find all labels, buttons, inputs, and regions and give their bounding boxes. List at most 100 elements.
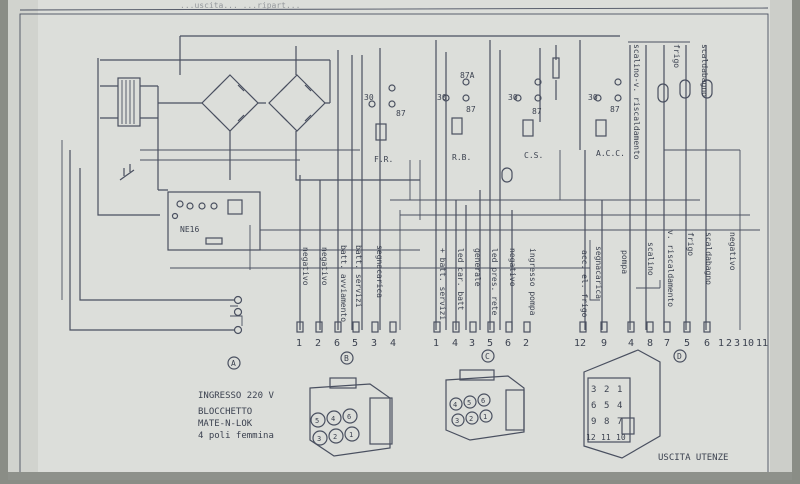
terminal-block-a — [230, 295, 243, 335]
c-label-led-pres-rete: led pres. rete — [490, 248, 499, 316]
pin-d-11: 11 — [756, 338, 768, 349]
conn-c-pin-2: 2 — [469, 415, 473, 423]
pin-b-6: 4 — [390, 338, 396, 349]
note-blocchetto: BLOCCHETTO — [198, 407, 252, 417]
output-label: USCITA UTENZE — [658, 453, 728, 463]
conn-d-pin-1: 1 — [617, 385, 622, 395]
relay-rb: 87A 30 87 R.B. — [437, 71, 476, 162]
note-mate-n-lok: MATE-N-LOK — [198, 419, 253, 429]
label-frigo-top: frigo — [672, 44, 681, 68]
b-label-negativo-1: negativo — [301, 247, 310, 286]
b-label-negativo-2: negativo — [320, 247, 329, 286]
pin-d-5: 5 — [684, 338, 690, 349]
relay-cs-87: 87 — [532, 107, 542, 116]
conn-d-pin-7: 7 — [617, 417, 622, 427]
pin-c-5: 6 — [505, 338, 511, 349]
pin-b-1: 1 — [296, 338, 302, 349]
pin-b-4: 5 — [352, 338, 358, 349]
d-label-negativo: negativo — [728, 232, 737, 271]
c-label-led-car-batt: led car. batt — [456, 248, 465, 311]
section-b: B — [344, 354, 349, 363]
conn-c-pin-5: 5 — [467, 399, 471, 407]
fuses — [657, 79, 713, 103]
conn-b-pin-4: 4 — [331, 415, 335, 423]
conn-c-pin-3: 3 — [455, 417, 459, 425]
conn-d-pin-3: 3 — [591, 385, 596, 395]
relay-acc-30: 30 — [588, 93, 598, 102]
header-faint-text: ...uscita... ...ripart... — [180, 1, 300, 10]
relay-cs-label: C.S. — [524, 151, 543, 160]
conn-d-pin-10: 10 — [616, 433, 626, 442]
conn-b-pin-1: 1 — [349, 431, 353, 439]
c-label-negativo: negativo — [508, 248, 517, 287]
d-label-segnacarica: segnacarica — [594, 246, 603, 299]
pin-b-2: 2 — [315, 338, 321, 349]
pin-terminals-d — [579, 321, 711, 333]
bridge-rectifier-2 — [268, 74, 326, 132]
relay-fr-87: 87 — [396, 109, 406, 118]
connector-b — [309, 377, 393, 457]
conn-d-pin-2: 2 — [604, 385, 609, 395]
conn-b-pin-2: 2 — [333, 433, 337, 441]
connector-c — [445, 369, 525, 441]
pin-d-2: 2 — [726, 338, 732, 349]
pin-c-3: 3 — [469, 338, 475, 349]
conn-c-pin-1: 1 — [483, 413, 487, 421]
d-label-acc-el-frigo: acc. el. frigo — [580, 250, 589, 318]
c-label-ingresso-pompa: ingresso pompa — [528, 248, 537, 316]
pin-b-3: 6 — [334, 338, 340, 349]
relay-acc-87: 87 — [610, 105, 620, 114]
relay-cs-30: 30 — [508, 93, 518, 102]
pin-d-6: 6 — [704, 338, 710, 349]
relay-rb-label: R.B. — [452, 153, 471, 162]
pin-c-4: 5 — [487, 338, 493, 349]
label-scaldabagno-top: scaldabagno — [700, 44, 709, 97]
d-label-scalino: scalino — [646, 242, 655, 276]
connector-d — [583, 349, 661, 459]
relay-rb-87: 87 — [466, 105, 476, 114]
conn-d-pin-11: 11 — [601, 433, 611, 442]
pin-c-2: 4 — [452, 338, 458, 349]
relay-rb-30: 30 — [437, 93, 447, 102]
d-label-scaldabagno: scaldabagno — [704, 232, 713, 285]
ne16-module: NE16 — [167, 191, 261, 251]
conn-b-pin-6: 6 — [347, 413, 351, 421]
label-scalino-riscaldamento: scalino-v. riscaldamento — [632, 44, 641, 160]
relay-fr-30: 30 — [364, 93, 374, 102]
pin-d-9: 9 — [601, 338, 607, 349]
section-c: C — [485, 352, 490, 361]
pin-d-3: 3 — [734, 338, 740, 349]
note-ingresso: INGRESSO 220 V — [198, 391, 274, 401]
conn-d-pin-8: 8 — [604, 417, 609, 427]
conn-d-pin-9: 9 — [591, 417, 596, 427]
c-label-batt-servizi: + batt. servizi — [438, 248, 447, 320]
conn-d-pin-4: 4 — [617, 401, 622, 411]
conn-d-pin-12: 12 — [586, 433, 596, 442]
transformer — [100, 77, 158, 127]
pin-c-6: 2 — [523, 338, 529, 349]
relay-fr: 30 87 F.R. — [364, 84, 406, 164]
pin-d-1: 1 — [718, 338, 724, 349]
relay-acc: 30 87 A.C.C. — [588, 78, 625, 158]
pin-d-12: 12 — [574, 338, 586, 349]
section-d: D — [677, 352, 682, 361]
d-label-v-riscaldamento: v. riscaldamento — [666, 230, 675, 307]
wiring-lines — [61, 35, 760, 331]
note-4-poli: 4 poli femmina — [198, 431, 274, 441]
ne16-label: NE16 — [180, 225, 199, 234]
section-markers — [227, 349, 687, 370]
relay-acc-label: A.C.C. — [596, 149, 625, 158]
relay-fr-label: F.R. — [374, 155, 393, 164]
pin-terminals-b — [296, 321, 397, 333]
b-label-batt-servizi: batt. servizi — [354, 245, 363, 308]
d-label-pompa: pompa — [620, 250, 629, 274]
conn-b-pin-5: 5 — [315, 417, 319, 425]
section-a: A — [231, 359, 236, 368]
pin-d-4: 4 — [628, 338, 634, 349]
pin-c-1: 1 — [433, 338, 439, 349]
b-label-segnacarica: segnacarica — [375, 245, 384, 298]
c-label-generale: generale — [473, 248, 482, 287]
pin-d-8: 8 — [647, 338, 653, 349]
conn-c-pin-4: 4 — [453, 401, 457, 409]
